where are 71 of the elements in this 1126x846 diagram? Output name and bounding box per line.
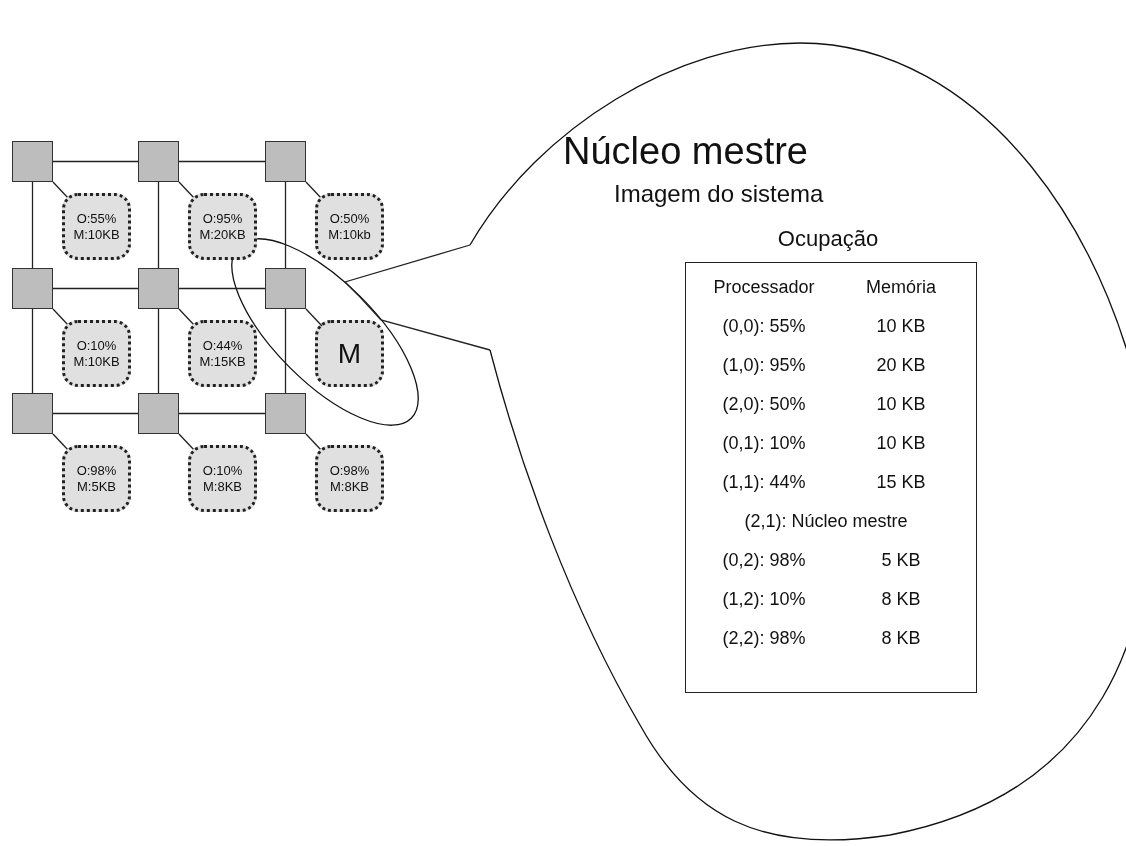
tile-label: O:98% M:8KB <box>328 462 371 495</box>
memory-usage: 15 KB <box>876 472 926 493</box>
link-line <box>284 308 287 394</box>
tile-label: O:10% M:8KB <box>201 462 244 495</box>
processor-load: (2,0): 50% <box>722 394 806 415</box>
column-header: Memória <box>866 277 936 298</box>
tile-label: O:44% M:15KB <box>198 337 247 370</box>
memory-usage: 10 KB <box>876 316 926 337</box>
router-box <box>12 268 53 309</box>
router-box <box>265 268 306 309</box>
table-heading: Ocupação <box>777 226 879 252</box>
processor-load: (2,2): 98% <box>722 628 806 649</box>
router-box <box>265 393 306 434</box>
processor-tile <box>62 320 131 387</box>
processor-load: (0,1): 10% <box>722 433 806 454</box>
connector-line <box>305 433 323 452</box>
connector-line <box>305 181 323 200</box>
tile-label: O:10% M:10KB <box>72 337 121 370</box>
callout-subtitle: Imagem do sistema <box>614 180 824 208</box>
memory-usage: 10 KB <box>876 433 926 454</box>
link-line <box>52 412 139 415</box>
tile-label: O:55% M:10KB <box>72 210 121 243</box>
tile-label: M <box>337 345 362 362</box>
processor-tile <box>188 320 257 387</box>
processor-tile <box>62 445 131 512</box>
connector-line <box>52 433 70 452</box>
link-line <box>284 181 287 269</box>
router-box <box>12 393 53 434</box>
tile-label: O:95% M:20KB <box>198 210 247 243</box>
processor-load: (1,0): 95% <box>722 355 806 376</box>
router-box <box>12 141 53 182</box>
link-line <box>157 308 160 394</box>
link-line <box>157 181 160 269</box>
column-header: Processador <box>713 277 815 298</box>
processor-tile <box>188 445 257 512</box>
memory-usage: 20 KB <box>876 355 926 376</box>
router-box <box>138 268 179 309</box>
processor-tile <box>315 193 384 260</box>
link-line <box>31 181 34 269</box>
router-box <box>138 141 179 182</box>
link-line <box>178 412 266 415</box>
callout-tail <box>343 244 491 351</box>
link-line <box>178 287 266 290</box>
connector-line <box>305 308 323 327</box>
connector-line <box>178 308 196 327</box>
link-line <box>52 160 139 163</box>
processor-tile <box>315 320 384 387</box>
tile-label: O:98% M:5KB <box>75 462 118 495</box>
processor-load: (0,2): 98% <box>722 550 806 571</box>
memory-usage: 8 KB <box>881 589 921 610</box>
connector-line <box>178 433 196 452</box>
master-core-entry: (2,1): Núcleo mestre <box>744 511 908 532</box>
memory-usage: 10 KB <box>876 394 926 415</box>
callout-title: Núcleo mestre <box>563 130 808 173</box>
connector-line <box>52 308 70 327</box>
router-box <box>265 141 306 182</box>
tile-label: O:50% M:10kb <box>327 210 372 243</box>
memory-usage: 8 KB <box>881 628 921 649</box>
link-line <box>52 287 139 290</box>
processor-load: (1,1): 44% <box>722 472 806 493</box>
connector-line <box>178 181 196 200</box>
processor-tile <box>62 193 131 260</box>
connector-line <box>52 181 70 200</box>
link-line <box>178 160 266 163</box>
processor-tile <box>188 193 257 260</box>
processor-load: (1,2): 10% <box>722 589 806 610</box>
processor-load: (0,0): 55% <box>722 316 806 337</box>
router-box <box>138 393 179 434</box>
processor-tile <box>315 445 384 512</box>
memory-usage: 5 KB <box>881 550 921 571</box>
link-line <box>31 308 34 394</box>
